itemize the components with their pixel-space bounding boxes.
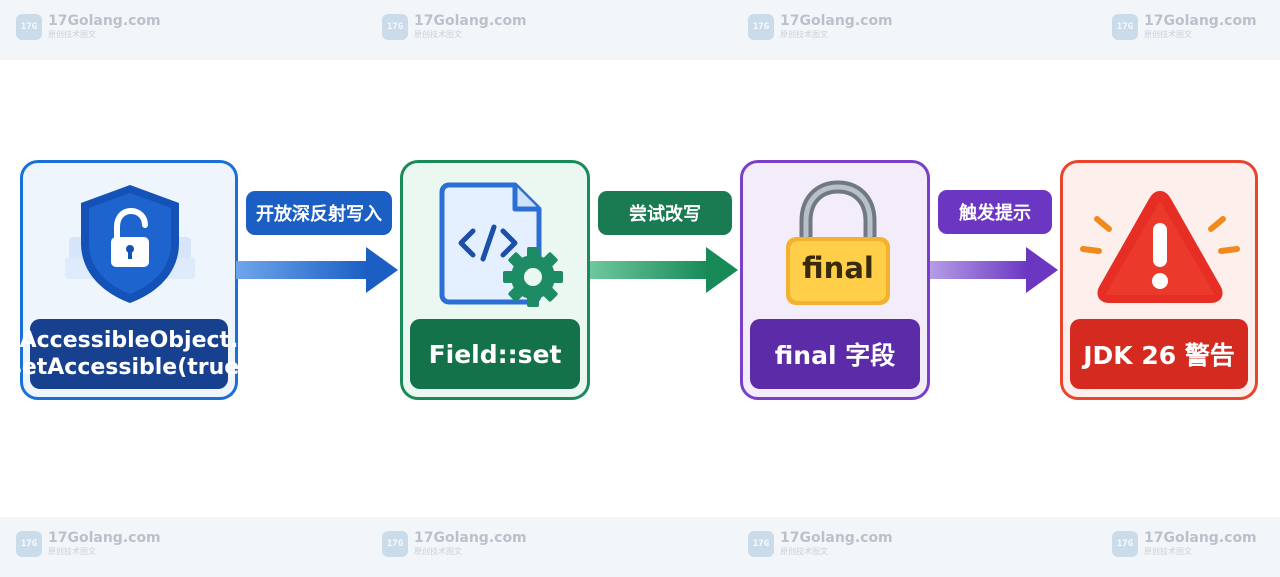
step-card-field-set: Field::set <box>400 160 590 400</box>
watermark-logo-icon: 17G <box>382 14 408 40</box>
shield-unlock-icon <box>65 185 195 303</box>
step-label-line2: setAccessible(true) <box>8 355 250 380</box>
flow-arrow-3 <box>930 247 1058 293</box>
step-label: Field::set <box>410 319 580 389</box>
watermark-tagline: 原创技术图文 <box>780 547 828 556</box>
watermark-logo-icon: 17G <box>16 531 42 557</box>
watermark-logo-icon: 17G <box>382 531 408 557</box>
watermark-tagline: 原创技术图文 <box>48 547 96 556</box>
watermark-site: 17Golang.com <box>48 530 161 546</box>
watermark-logo-icon: 17G <box>748 531 774 557</box>
step-label-line1: AccessibleObject. <box>19 327 239 353</box>
watermark-tagline: 原创技术图文 <box>414 30 462 39</box>
arrow-label-attempt-modify: 尝试改写 <box>598 191 732 235</box>
step-label: final 字段 <box>750 319 920 389</box>
watermark-tagline: 原创技术图文 <box>780 30 828 39</box>
padlock-label: final <box>802 251 874 285</box>
flow-arrow-1 <box>236 247 398 293</box>
watermark-tagline: 原创技术图文 <box>414 547 462 556</box>
arrow-label-trigger-warning: 触发提示 <box>938 190 1052 234</box>
watermark-site: 17Golang.com <box>780 13 893 29</box>
watermark-site: 17Golang.com <box>780 530 893 546</box>
watermark-site: 17Golang.com <box>1144 13 1257 29</box>
step-label-line1: final 字段 <box>774 341 896 370</box>
step-label-line1: JDK 26 警告 <box>1083 341 1235 370</box>
watermark-tagline: 原创技术图文 <box>1144 547 1192 556</box>
watermark-tagline: 原创技术图文 <box>48 30 96 39</box>
arrow-label-open-deep-reflection: 开放深反射写入 <box>246 191 392 235</box>
watermark-site: 17Golang.com <box>1144 530 1257 546</box>
watermark-site: 17Golang.com <box>48 13 161 29</box>
warning-triangle-icon <box>1080 191 1240 303</box>
padlock-icon <box>786 180 890 305</box>
step-card-final-field: final final 字段 <box>740 160 930 400</box>
watermark-logo-icon: 17G <box>1112 531 1138 557</box>
watermark-logo-icon: 17G <box>748 14 774 40</box>
step-label: JDK 26 警告 <box>1070 319 1248 389</box>
flow-arrow-2 <box>590 247 738 293</box>
watermark-tagline: 原创技术图文 <box>1144 30 1192 39</box>
step-label: AccessibleObject. setAccessible(true) <box>9 319 249 389</box>
step-card-jdk-warning: JDK 26 警告 <box>1060 160 1258 400</box>
watermark-site: 17Golang.com <box>414 13 527 29</box>
watermark-logo-icon: 17G <box>1112 14 1138 40</box>
step-card-accessible-object: AccessibleObject. setAccessible(true) <box>9 160 249 400</box>
watermark-logo-icon: 17G <box>16 14 42 40</box>
step-label-line1: Field::set <box>428 339 562 369</box>
watermark-site: 17Golang.com <box>414 530 527 546</box>
code-file-gear-icon <box>439 182 563 307</box>
